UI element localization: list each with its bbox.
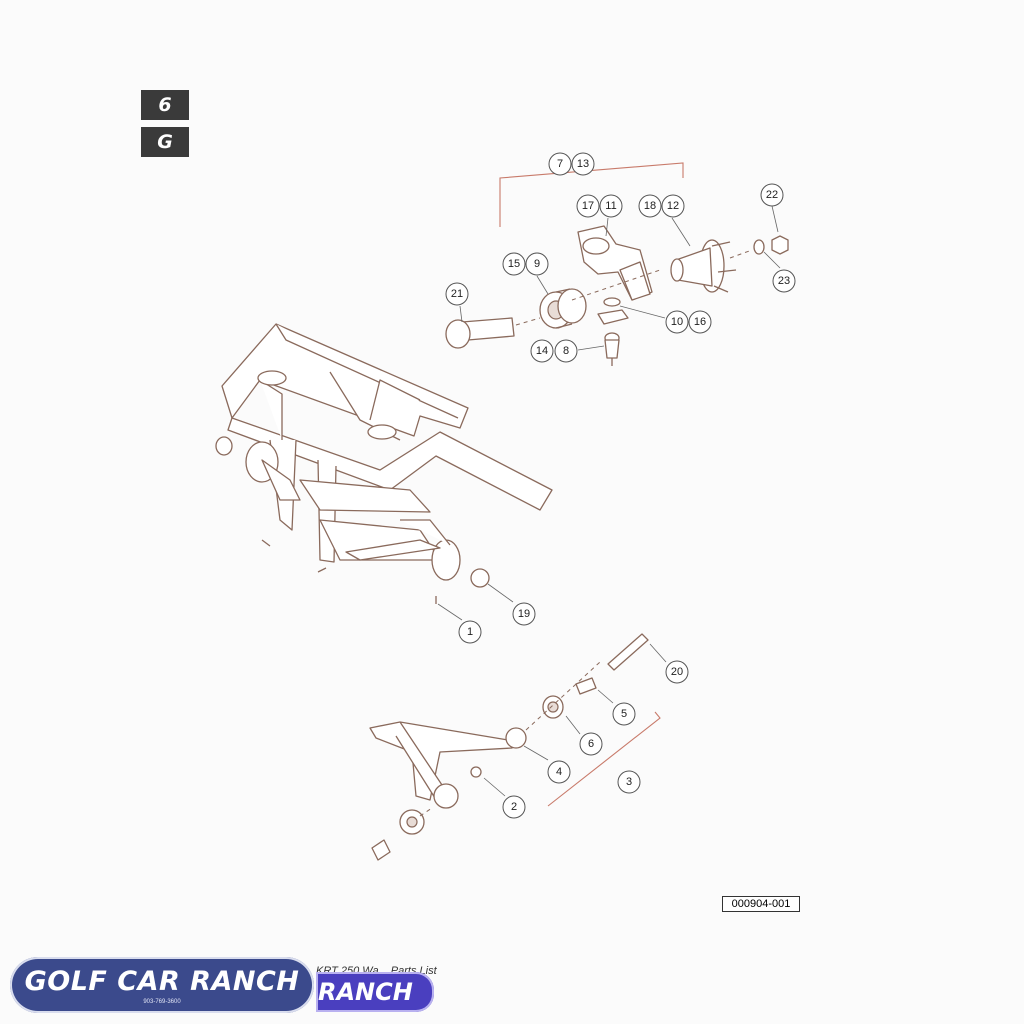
callout-2: 2 xyxy=(502,795,526,819)
callout-14: 14 xyxy=(530,339,554,363)
svg-text:13: 13 xyxy=(577,158,589,170)
bolt-20 xyxy=(607,633,649,671)
svg-text:10: 10 xyxy=(671,316,683,328)
callout-3: 3 xyxy=(617,770,641,794)
svg-text:6: 6 xyxy=(588,738,594,750)
a-arm-art xyxy=(369,633,661,861)
section-tab-number: 6 xyxy=(141,90,189,120)
svg-text:1: 1 xyxy=(467,626,473,638)
callout-23: 23 xyxy=(772,269,796,293)
svg-text:16: 16 xyxy=(694,316,706,328)
svg-text:7: 7 xyxy=(557,158,563,170)
ball-joint-plate xyxy=(597,309,629,325)
callout-15: 15 xyxy=(502,252,526,276)
callout-18: 18 xyxy=(638,194,662,218)
callout-19: 19 xyxy=(512,602,536,626)
bracket-7-13 xyxy=(499,162,684,227)
bushing-19 xyxy=(470,568,490,588)
callout-11: 11 xyxy=(599,194,623,218)
nut-2 xyxy=(470,766,482,778)
secondary-logo-banner: RANCH xyxy=(316,972,434,1012)
callout-10: 10 xyxy=(665,310,689,334)
figure-code-label: 000904-001 xyxy=(722,896,800,912)
callout-7: 7 xyxy=(548,152,572,176)
svg-text:4: 4 xyxy=(556,766,562,778)
leader-lines xyxy=(437,205,781,797)
svg-text:15: 15 xyxy=(508,258,520,270)
svg-text:21: 21 xyxy=(451,288,463,300)
logo-phone: 903-769-3600 xyxy=(143,999,181,1005)
logo-name: GOLF CAR RANCH xyxy=(24,966,300,997)
callout-20: 20 xyxy=(665,660,689,684)
callout-16: 16 xyxy=(688,310,712,334)
svg-text:5: 5 xyxy=(621,708,627,720)
svg-text:3: 3 xyxy=(626,776,632,788)
svg-text:23: 23 xyxy=(778,275,790,287)
bracket-3 xyxy=(547,711,661,807)
svg-text:11: 11 xyxy=(605,200,616,212)
spindle-group-art xyxy=(445,162,789,366)
frame-top-rail xyxy=(221,323,469,437)
svg-text:9: 9 xyxy=(534,258,540,270)
hub-nut xyxy=(771,235,789,255)
washer xyxy=(753,239,765,255)
callout-6: 6 xyxy=(579,732,603,756)
callout-4: 4 xyxy=(547,760,571,784)
sleeve-5 xyxy=(575,677,597,695)
callout-17: 17 xyxy=(576,194,600,218)
svg-text:2: 2 xyxy=(511,801,517,813)
svg-text:22: 22 xyxy=(766,189,778,201)
svg-text:20: 20 xyxy=(671,666,683,678)
a-arm-rear-bushing xyxy=(433,783,459,809)
frame-lower-arm xyxy=(345,539,441,561)
svg-text:19: 19 xyxy=(518,608,530,620)
svg-text:14: 14 xyxy=(536,345,548,357)
callout-1: 1 xyxy=(458,620,482,644)
callout-8: 8 xyxy=(554,339,578,363)
callout-5: 5 xyxy=(612,702,636,726)
callout-13: 13 xyxy=(571,152,595,176)
callout-21: 21 xyxy=(445,282,469,306)
section-tab-letter: G xyxy=(141,127,189,157)
svg-text:18: 18 xyxy=(644,200,656,212)
ball-joint xyxy=(604,339,620,359)
svg-text:8: 8 xyxy=(563,345,569,357)
callout-22: 22 xyxy=(760,183,784,207)
golf-car-ranch-logo: GOLF CAR RANCH 903-769-3600 xyxy=(10,957,314,1013)
sleeve-rear xyxy=(371,839,391,861)
svg-text:17: 17 xyxy=(582,200,594,212)
svg-text:12: 12 xyxy=(667,200,679,212)
callout-12: 12 xyxy=(661,194,685,218)
frame-art xyxy=(215,323,553,604)
a-arm-front-bushing xyxy=(505,727,527,749)
callout-9: 9 xyxy=(525,252,549,276)
